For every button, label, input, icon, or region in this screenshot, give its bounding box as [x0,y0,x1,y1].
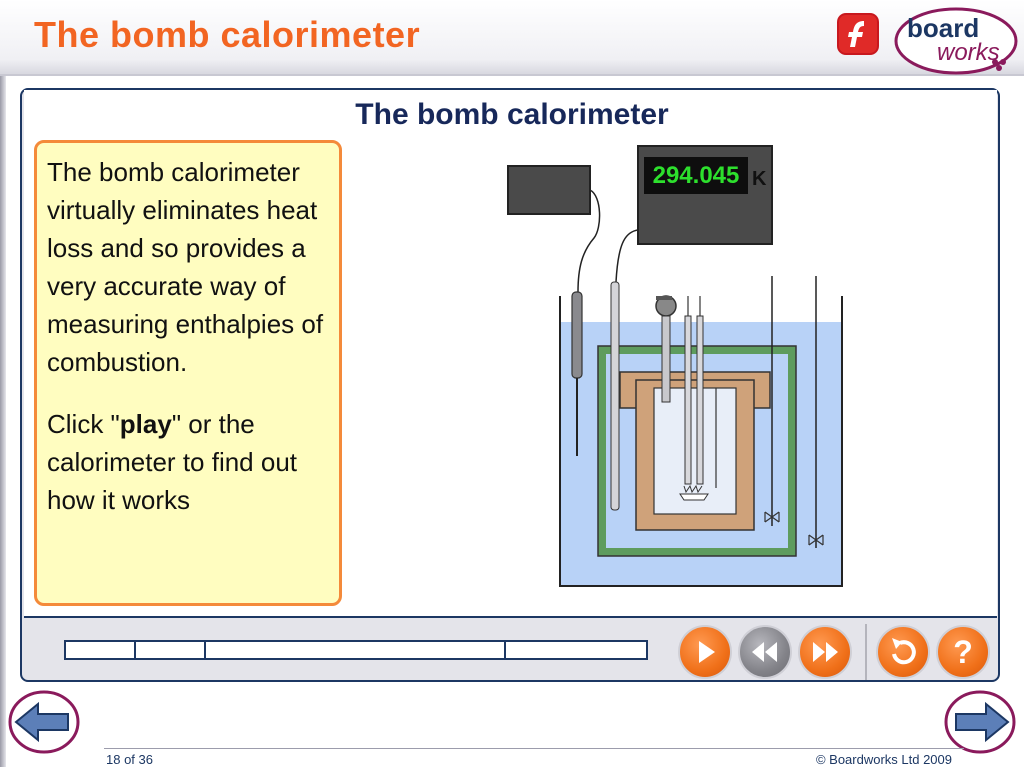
fast-forward-button[interactable] [798,625,852,679]
rewind-icon [752,642,777,662]
electrode-right [696,315,704,485]
outer-container [559,296,843,587]
electrode-left [684,315,692,485]
animation-progress-bar[interactable] [64,640,648,660]
info-text-description: The bomb calorimeter virtually eliminate… [47,157,324,377]
previous-slide-button[interactable] [6,690,80,754]
back-arrow-icon [14,701,69,743]
bomb-inlet-tube [661,315,671,403]
replay-button[interactable] [876,625,930,679]
slide-title: The bomb calorimeter [34,14,421,55]
controls-divider [865,624,867,680]
ignition-wire [577,189,601,293]
page-number: 18 of 36 [106,752,153,767]
ignition-unit [507,165,591,215]
flash-logo-icon [837,13,879,55]
left-edge-rule [0,0,6,767]
temperature-readout: 294.045 [644,157,748,194]
boardworks-logo: board works [894,7,1018,75]
rewind-button[interactable] [738,625,792,679]
progress-marker [204,642,206,658]
temperature-unit: K [752,168,767,190]
panel-heading: The bomb calorimeter [355,98,669,131]
valve-handle [656,296,672,300]
info-text-instruction: Click "play" or the calorimeter to find … [47,409,298,515]
info-box: The bomb calorimeter virtually eliminate… [34,140,342,606]
title-bar: The bomb calorimeter board works [0,0,1024,76]
help-icon: ? [953,634,973,670]
progress-marker [134,642,136,658]
copyright-notice: © Boardworks Ltd 2009 [815,752,952,767]
svg-text:?: ? [953,634,973,670]
svg-text:works: works [937,39,1000,66]
fuse-wire [683,484,703,494]
sample-crucible [679,493,709,501]
replay-icon [892,638,916,665]
svg-text:board: board [907,13,979,43]
inner-water [653,387,737,515]
thermometer-wire [615,229,639,283]
footer-divider [104,748,964,749]
fast-forward-icon [813,642,838,662]
play-button[interactable] [678,625,732,679]
calorimeter-diagram[interactable] [500,140,860,600]
play-icon [699,641,715,663]
ignition-probe [610,281,620,511]
progress-marker [504,642,506,658]
next-slide-button[interactable] [944,690,1018,754]
help-button[interactable]: ? [936,625,990,679]
thermometer-probe [571,291,583,379]
forward-arrow-icon [955,701,1010,743]
